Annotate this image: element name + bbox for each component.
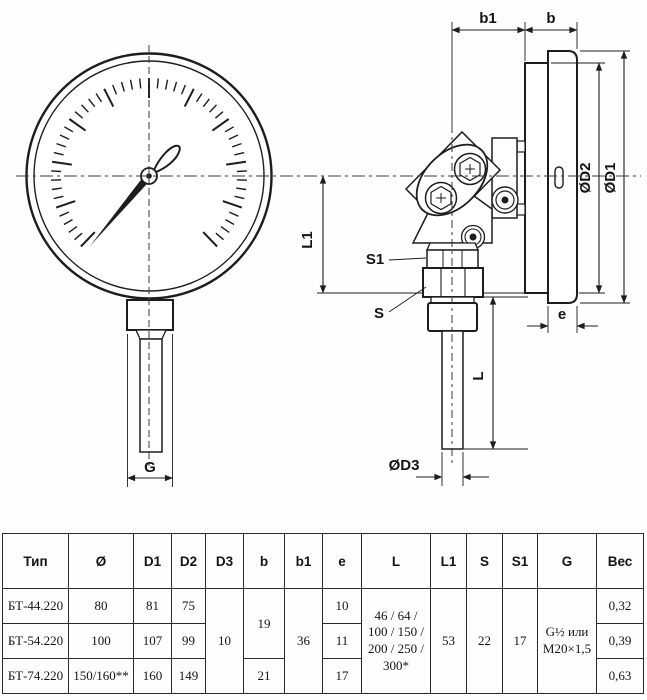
cell-l1-merged: 53	[430, 588, 467, 694]
header-d2: D2	[171, 533, 206, 589]
header-ves: Вес	[596, 533, 644, 589]
cell-g-merged: G½ или M20×1,5	[537, 588, 597, 694]
l-line: 300*	[383, 657, 409, 673]
needle-counterweight	[153, 144, 181, 173]
g-line: M20×1,5	[542, 641, 592, 656]
table-row: БТ-54.220 100 107 99 11 0,39	[2, 623, 644, 659]
cell-e: 17	[322, 658, 362, 694]
label-l: L	[470, 371, 487, 380]
cell-e: 10	[322, 588, 362, 624]
dial-fitting-taper	[134, 329, 168, 340]
header-s: S	[466, 533, 503, 589]
header-g: G	[537, 533, 597, 589]
header-l1: L1	[430, 533, 467, 589]
dimension-e	[527, 306, 598, 333]
case-back	[524, 62, 549, 294]
cell-l-merged: 46 / 64 / 100 / 150 / 200 / 250 / 300*	[361, 588, 431, 694]
label-l1: L1	[299, 231, 316, 249]
cell-d3-merged: 10	[205, 588, 244, 694]
needle	[90, 174, 150, 246]
cell-d1: 81	[133, 588, 172, 624]
table-row: БТ-74.220 150/160** 160 149 21 17 0,63	[2, 658, 644, 694]
table-row: БТ-44.220 80 81 75 10 19 36 10 46 / 64 /…	[2, 588, 644, 694]
dial-stem	[139, 338, 163, 453]
header-l: L	[361, 533, 431, 589]
label-d1: ØD1	[602, 163, 619, 194]
cell-type: БТ-44.220	[2, 588, 69, 624]
cell-b-row3: 21	[243, 658, 285, 694]
cell-type: БТ-54.220	[2, 623, 69, 659]
cell-d2: 149	[171, 658, 206, 694]
cell-b-merged: 19	[243, 588, 285, 659]
cell-b1-merged: 36	[284, 588, 323, 694]
cell-dia: 100	[68, 623, 134, 659]
header-b1: b1	[284, 533, 323, 589]
screw-right-core	[501, 196, 509, 204]
cell-dia: 150/160**	[68, 658, 134, 694]
bracket-tab-top	[516, 140, 526, 153]
case-slot	[554, 166, 564, 189]
cell-d1: 107	[133, 623, 172, 659]
header-dia: Ø	[68, 533, 134, 589]
header-b: b	[243, 533, 285, 589]
dimension-d3	[416, 452, 489, 486]
swivel-joint	[404, 130, 526, 251]
dimension-b1-b	[451, 22, 578, 125]
header-e: e	[322, 533, 362, 589]
process-connection	[422, 249, 484, 450]
dimension-G	[127, 334, 173, 487]
label-b: b	[546, 10, 555, 27]
header-d1: D1	[133, 533, 172, 589]
cell-e: 11	[322, 623, 362, 659]
cell-d1: 160	[133, 658, 172, 694]
centerlines	[16, 45, 641, 466]
cell-ves: 0,32	[596, 588, 644, 624]
cell-dia: 80	[68, 588, 134, 624]
cell-d2: 99	[171, 623, 206, 659]
header-d3: D3	[205, 533, 244, 589]
cell-d2: 75	[171, 588, 206, 624]
hex-nut-s	[422, 267, 484, 298]
leader-s1	[388, 257, 427, 261]
label-b1: b1	[479, 10, 497, 27]
label-G: G	[144, 459, 156, 476]
spec-table: Тип Ø D1 D2 D3 b b1 e L L1 S S1 G Вес БТ…	[2, 533, 644, 694]
dial-fitting-block	[126, 299, 174, 331]
label-e: e	[558, 306, 566, 323]
header-s1: S1	[502, 533, 538, 589]
bracket-tab-bottom	[516, 203, 526, 216]
l-line: 200 / 250 /	[368, 641, 424, 656]
leader-s	[388, 286, 427, 313]
label-d2: ØD2	[577, 163, 594, 194]
cell-ves: 0,39	[596, 623, 644, 659]
cell-type: БТ-74.220	[2, 658, 69, 694]
cell-s-merged: 22	[466, 588, 503, 694]
label-s1: S1	[366, 251, 384, 268]
cell-ves: 0,63	[596, 658, 644, 694]
g-line: G½ или	[545, 624, 589, 640]
label-s: S	[374, 305, 384, 322]
l-line: 100 / 150 /	[368, 624, 424, 640]
header-type: Тип	[2, 533, 69, 589]
dimension-l	[464, 296, 528, 450]
dimension-d2-d1	[551, 50, 630, 304]
dial-tick-marks	[51, 78, 247, 248]
side-view: b1 b ØD2 ØD1 e	[299, 10, 630, 486]
screw-bottom-core	[469, 233, 477, 241]
label-d3: ØD3	[389, 457, 420, 474]
dimension-l1	[317, 175, 528, 294]
l-line: 46 / 64 /	[374, 607, 418, 623]
screw-right-ring	[495, 190, 515, 210]
cell-s1-merged: 17	[502, 588, 538, 694]
engineering-drawing: G	[16, 10, 641, 487]
table-header-row: Тип Ø D1 D2 D3 b b1 e L L1 S S1 G Вес	[2, 533, 644, 589]
